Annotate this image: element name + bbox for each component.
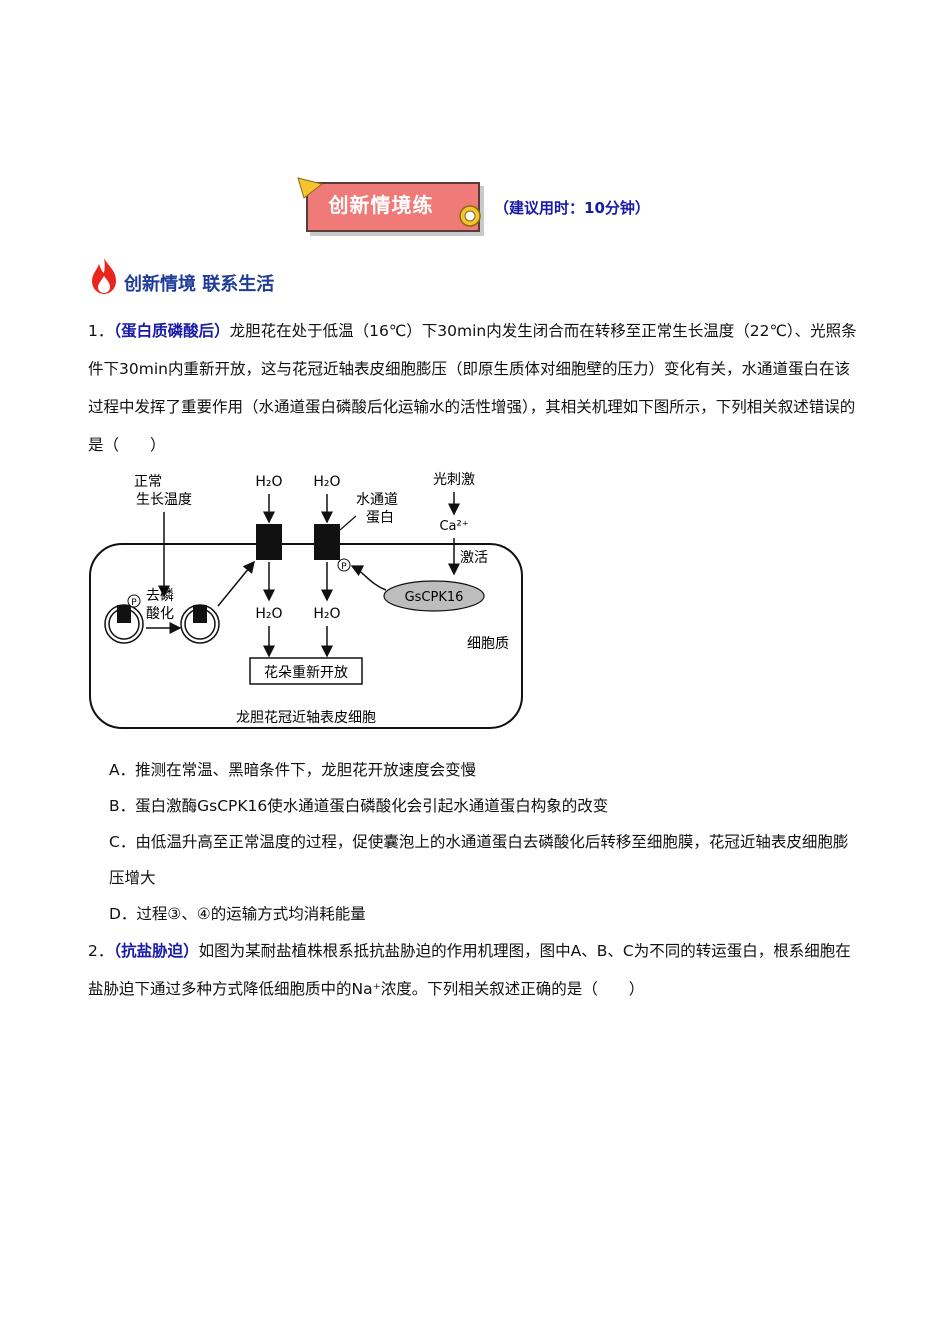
- flower-open-label: 花朵重新开放: [264, 665, 348, 681]
- aquaporin-label-2: 蛋白: [366, 510, 394, 526]
- question-text: 龙胆花在处于低温（16℃）下30min内发生闭合而在转移至正常生长温度（22℃）…: [88, 322, 857, 454]
- aquaporin-label-1: 水通道: [356, 492, 398, 508]
- question-number: 2．: [88, 942, 114, 960]
- question-2: 2．（抗盐胁迫）如图为某耐盐植株根系抵抗盐胁迫的作用机理图，图中A、B、C为不同…: [88, 932, 863, 1008]
- phosphate-label-1: P: [131, 598, 137, 608]
- time-hint: （建议用时：10分钟）: [494, 199, 650, 217]
- flag-icon: [297, 177, 324, 199]
- aquaporin-vesicle-2: [193, 605, 207, 623]
- light-stim-label: 光刺激: [433, 471, 475, 488]
- normal-temp-label-2: 生长温度: [136, 492, 192, 508]
- kinase-label: GsCPK16: [405, 590, 464, 605]
- flame-icon: [92, 258, 116, 294]
- aquaporin-membrane-2: [314, 524, 340, 560]
- option-b: B．蛋白激酶GsCPK16使水通道蛋白磷酸化会引起水通道蛋白构象的改变: [109, 797, 609, 815]
- aquaporin-vesicle-1: [117, 605, 131, 623]
- question-tag: （蛋白质磷酸后）: [113, 322, 230, 340]
- normal-temp-label-1: 正常: [134, 474, 162, 490]
- dephos-label-2: 酸化: [146, 606, 174, 622]
- phosphate-mark-2: [337, 558, 351, 572]
- section-title: 创新情境 联系生活: [124, 274, 275, 295]
- h2o-top-2: H₂O: [313, 474, 340, 490]
- option-c: C．由低温升高至正常温度的过程，促使囊泡上的水通道蛋白去磷酸化后转移至细胞膜，花…: [109, 833, 849, 887]
- arrow-kinase: [350, 565, 387, 591]
- arrow-to-membrane: [217, 560, 255, 607]
- h2o-bottom-2: H₂O: [313, 606, 340, 622]
- activate-label: 激活: [460, 549, 488, 566]
- banner-title: 创新情境练: [328, 193, 434, 217]
- question-tag: （抗盐胁迫）: [113, 942, 199, 960]
- ca-label: Ca²⁺: [439, 519, 468, 534]
- kinase-ellipse: [383, 580, 485, 612]
- aquaporin-pointer: [339, 515, 357, 531]
- question-text: 如图为某耐盐植株根系抵抗盐胁迫的作用机理图，图中A、B、C为不同的转运蛋白，根系…: [88, 942, 851, 998]
- banner-box: [306, 182, 480, 232]
- cell-label: 龙胆花冠近轴表皮细胞: [236, 710, 376, 726]
- h2o-top-1: H₂O: [255, 474, 282, 490]
- ring-icon: [459, 205, 481, 227]
- aquaporin-membrane-1: [256, 524, 282, 560]
- flower-open-box: [249, 657, 363, 685]
- phosphate-label-2: P: [341, 562, 347, 572]
- banner: 创新情境练: [296, 176, 486, 236]
- question-1: 1．（蛋白质磷酸后）龙胆花在处于低温（16℃）下30min内发生闭合而在转移至正…: [88, 312, 863, 464]
- cell-outline: [89, 543, 523, 729]
- mechanism-diagram: 正常 生长温度 P 去磷 酸化 H₂O H₂O H₂O P H₂O 水通道 蛋白…: [89, 471, 523, 729]
- option-d: D．过程③、④的运输方式均消耗能量: [109, 905, 366, 923]
- option-a: A．推测在常温、黑暗条件下，龙胆花开放速度会变慢: [109, 761, 477, 779]
- phosphate-mark-1: [127, 594, 141, 608]
- h2o-bottom-1: H₂O: [255, 606, 282, 622]
- dephos-label-1: 去磷: [146, 588, 174, 604]
- cytoplasm-label: 细胞质: [467, 636, 509, 652]
- question-number: 1．: [88, 322, 114, 340]
